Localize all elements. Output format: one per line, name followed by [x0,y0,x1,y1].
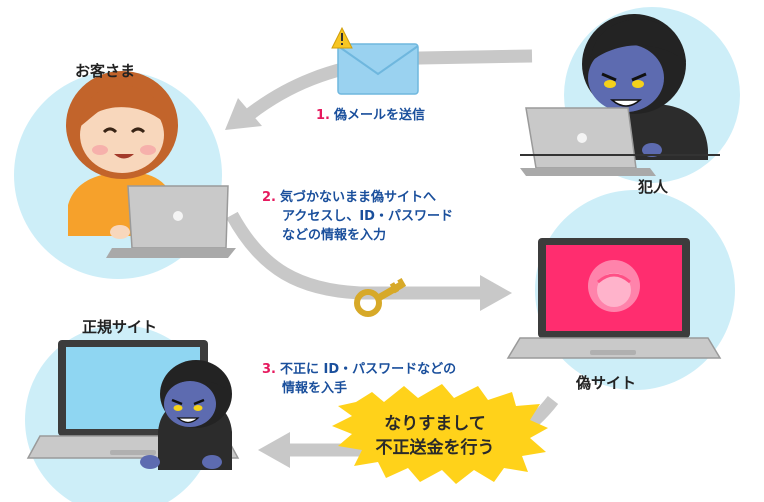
step-2-line-3: などの情報を入力 [282,228,387,243]
callout-line-1: なりすまして [384,414,486,434]
callout-line-2: 不正送金を行う [375,438,495,458]
step-2: 2.気づかないまま偽サイトへ アクセスし、ID・パスワード などの情報を入力 [262,188,453,245]
step-1-number: 1. [316,108,330,123]
step-3-line-1: 不正に ID・パスワードなどの [279,362,457,377]
criminal-label: 犯人 [638,178,669,196]
step-3: 3.不正に ID・パスワードなどの 情報を入手 [262,360,456,398]
warning-envelope-icon [331,26,419,95]
key-icon [354,278,407,317]
step-1: 1.偽メールを送信 [316,106,425,125]
legit-site-label: 正規サイト [82,318,158,336]
criminal-laptop [520,107,720,176]
fake-site-laptop [506,238,722,359]
step-2-number: 2. [262,190,276,205]
step-2-line-1: 気づかないまま偽サイトへ [279,190,436,205]
callout-text: なりすまして 不正送金を行う [340,412,530,460]
step-3-line-2: 情報を入手 [282,381,348,396]
criminal-person-small [140,360,232,470]
step-2-line-2: アクセスし、ID・パスワード [282,209,453,224]
callout-burst [332,384,548,484]
fake-site-label: 偽サイト [576,374,637,392]
step-3-number: 3. [262,362,276,377]
customer-label: お客さま [75,62,136,80]
step-1-text: 偽メールを送信 [333,108,425,123]
arrow-access-fake-site [226,211,512,311]
customer-laptop [106,185,236,258]
